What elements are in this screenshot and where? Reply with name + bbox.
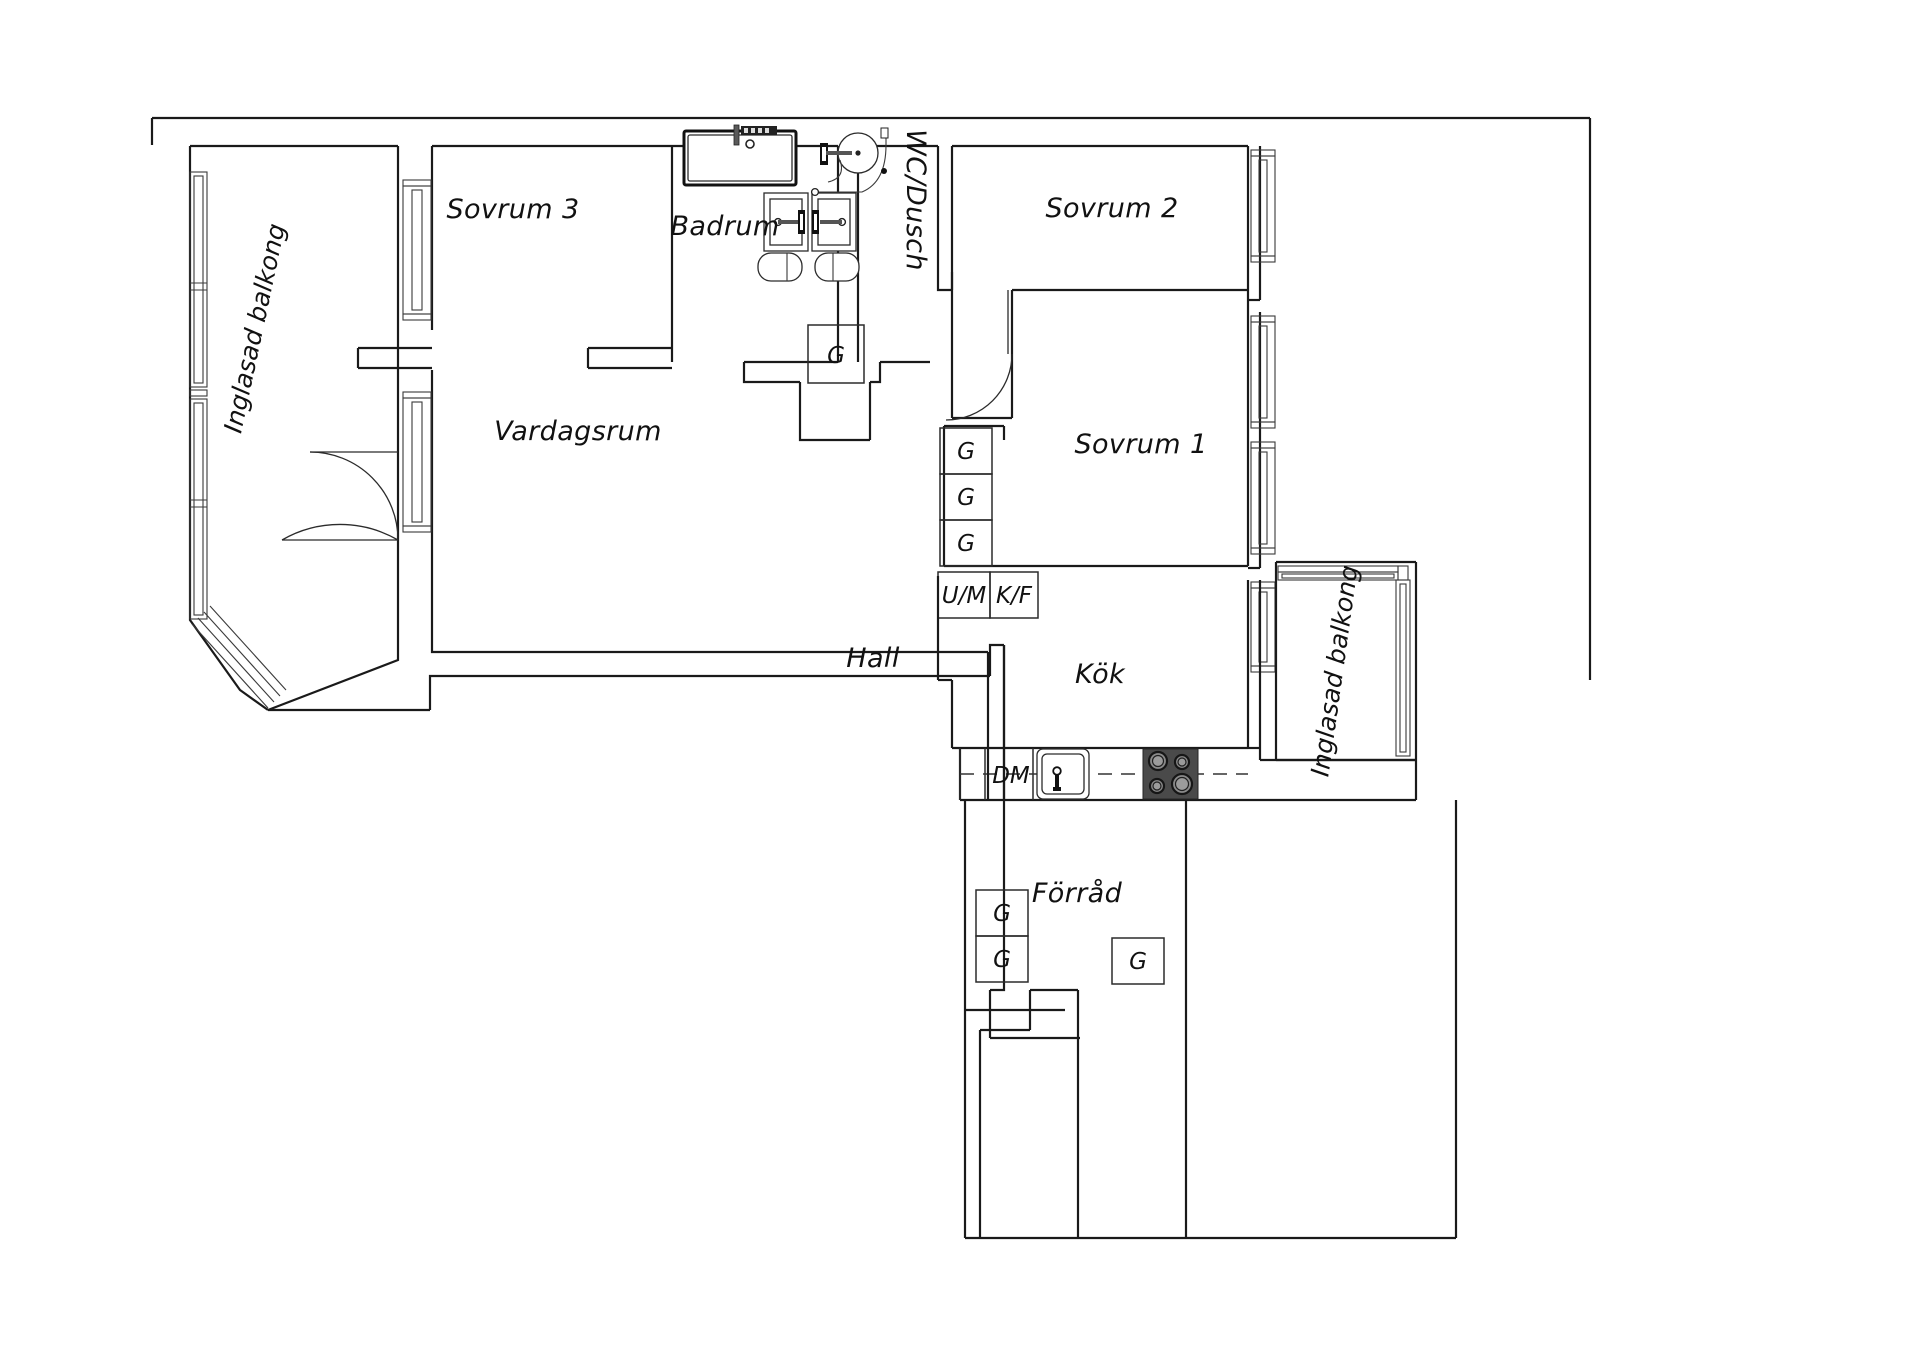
label-closet-forrad-c: G bbox=[1129, 949, 1147, 975]
cooktop bbox=[1142, 748, 1199, 800]
label-balkong-vanster: Inglasad balkong bbox=[218, 221, 291, 436]
balcony-left-glazing bbox=[189, 171, 208, 620]
label-fridge-freezer: K/F bbox=[996, 583, 1033, 609]
appliance-labels: U/M K/F DM bbox=[942, 583, 1033, 789]
label-closet-hall-top: G bbox=[827, 343, 845, 369]
sovrum3-walls bbox=[356, 144, 674, 540]
label-forrad: Förråd bbox=[1032, 878, 1123, 909]
label-washer: U/M bbox=[942, 583, 987, 609]
hall-walls bbox=[986, 645, 1006, 800]
closet-labels: G G G G G G G bbox=[827, 343, 1147, 975]
label-badrum: Badrum bbox=[670, 211, 779, 242]
badrum-walls bbox=[670, 144, 930, 442]
balcony-right bbox=[1274, 560, 1418, 762]
label-closet-forrad-a: G bbox=[993, 901, 1011, 927]
vardagsrum-walls bbox=[268, 540, 1065, 1012]
closet-column-sovrum1 bbox=[939, 427, 993, 567]
outer-shell bbox=[150, 116, 1592, 680]
shower bbox=[810, 127, 889, 197]
kitchen-sink bbox=[1036, 748, 1090, 800]
forrad-walls bbox=[963, 800, 1458, 1240]
bathroom-sink-left bbox=[763, 192, 809, 252]
bathroom-sink-right bbox=[811, 192, 857, 252]
label-sovrum1: Sovrum 1 bbox=[1074, 429, 1207, 460]
bathtub bbox=[682, 124, 798, 187]
forrad-room bbox=[978, 988, 1080, 1238]
label-closet-sovrum1-b: G bbox=[957, 485, 975, 511]
label-wc-dusch: WC/Dusch bbox=[900, 129, 931, 271]
toilet-left bbox=[757, 252, 803, 282]
toilet-right bbox=[814, 252, 860, 282]
door-balcony-left bbox=[281, 451, 399, 541]
kitchen-counter bbox=[959, 748, 1248, 800]
balcony-left-interior-windows bbox=[402, 179, 432, 533]
sovrum1-walls bbox=[942, 300, 1262, 570]
right-wall-windows bbox=[1250, 149, 1276, 673]
label-closet-sovrum1-a: G bbox=[957, 439, 975, 465]
label-hall: Hall bbox=[846, 643, 900, 674]
closet-hall-top-box bbox=[807, 324, 865, 384]
label-vardagsrum: Vardagsrum bbox=[494, 416, 662, 447]
label-balkong-hoger: Inglasad balkong bbox=[1305, 563, 1363, 778]
sovrum2-walls bbox=[950, 144, 1262, 420]
label-closet-sovrum1-c: G bbox=[957, 531, 975, 557]
label-sovrum2: Sovrum 2 bbox=[1045, 193, 1178, 224]
balcony-left bbox=[188, 144, 400, 712]
forrad-closets bbox=[975, 889, 1165, 985]
door-sovrum1 bbox=[945, 290, 1013, 421]
label-sovrum3: Sovrum 3 bbox=[446, 194, 579, 225]
label-dishwasher: DM bbox=[992, 763, 1030, 789]
label-closet-forrad-b: G bbox=[993, 947, 1011, 973]
label-kok: Kök bbox=[1075, 659, 1126, 690]
